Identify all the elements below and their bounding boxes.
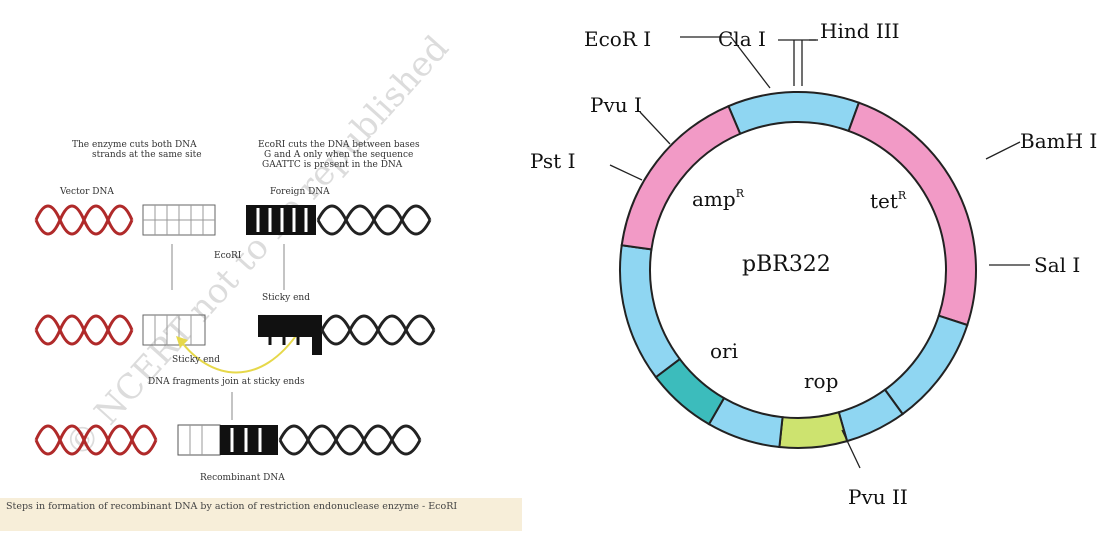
join-arrow (179, 329, 301, 374)
segment-pvuii (778, 411, 849, 449)
bamhi-callout-line (985, 141, 1021, 160)
note-right-line-3: GAATTC is present in the DNA (262, 160, 403, 170)
vector-dna-ladder-row1 (142, 204, 216, 236)
note-left-line-1: The enzyme cuts both DNA (72, 140, 197, 150)
pvui-callout-line (639, 111, 671, 145)
plasmid-ring (619, 91, 977, 449)
segment-tet (847, 101, 977, 327)
foreign-dna-helix-row1 (316, 204, 432, 236)
pvui-site-label: Pvu I (590, 93, 642, 117)
sali-site-label: Sal I (1034, 253, 1080, 277)
tet-gene-text: tet (870, 189, 898, 213)
pvuii-site-label: Pvu II (848, 485, 908, 509)
caption-box: Steps in formation of recombinant DNA by… (0, 498, 522, 531)
foreign-dna-ladder-row2 (258, 315, 322, 355)
segment-blue-right (883, 314, 969, 416)
tet-resistance-label: tetR (870, 189, 907, 213)
foreign-dna-ladder-row1 (246, 205, 316, 235)
note-left-line-2: strands at the same site (92, 150, 202, 160)
tet-superscript: R (898, 189, 907, 202)
note-right-line-2: G and A only when the sequence (264, 150, 413, 160)
vector-dna-helix-row1 (34, 204, 134, 236)
note-right-line-1: EcoRI cuts the DNA between bases (258, 140, 420, 150)
ecori-callout-diagonal (730, 36, 771, 89)
ecori-site-label: EcoR I (584, 27, 651, 51)
figure-caption: Steps in formation of recombinant DNA by… (6, 501, 458, 512)
clai-site-label: Cla I (718, 27, 766, 51)
join-label: DNA fragments join at sticky ends (148, 377, 305, 387)
vector-dna-label: Vector DNA (59, 187, 114, 197)
recombinant-ladder (177, 424, 278, 456)
segment-blue-left (619, 244, 682, 379)
ecori-label: EcoRI (214, 251, 242, 261)
plasmid-map-figure: EcoR I Cla I Hind III Pvu I Pst I BamH I… (530, 0, 1114, 531)
bamhi-site-label: BamH I (1020, 129, 1097, 153)
psti-callout-line (609, 164, 643, 181)
amp-resistance-label: ampR (692, 187, 745, 211)
hindiii-site-label: Hind III (820, 19, 900, 43)
join-arrow-head (176, 336, 188, 348)
ori-label: ori (710, 339, 738, 363)
pbr322-map: EcoR I Cla I Hind III Pvu I Pst I BamH I… (530, 19, 1097, 509)
vector-dna-helix-row2 (34, 314, 134, 346)
foreign-dna-helix-row2 (320, 314, 436, 346)
recombinant-dna-label: Recombinant DNA (200, 473, 285, 483)
segment-ecori-hind (727, 91, 861, 136)
recombinant-dna-diagram: © NCERT not to be republished The enzyme… (34, 28, 457, 483)
foreign-dna-label: Foreign DNA (270, 187, 330, 197)
segment-amp (620, 104, 742, 251)
amp-superscript: R (736, 187, 745, 200)
recombinant-helix-right (278, 424, 422, 456)
psti-site-label: Pst I (530, 149, 575, 173)
plasmid-name: pBR322 (742, 252, 831, 277)
watermark-text: © NCERT not to be republished (57, 28, 457, 466)
sticky-end-right-label: Sticky end (262, 293, 310, 303)
recombinant-helix-left (34, 424, 158, 456)
recombinant-dna-figure: © NCERT not to be republished The enzyme… (0, 0, 530, 531)
rop-label: rop (804, 369, 838, 393)
pvuii-callout-line (841, 429, 861, 469)
amp-gene-text: amp (692, 187, 736, 211)
sticky-end-left-label: Sticky end (172, 355, 220, 365)
